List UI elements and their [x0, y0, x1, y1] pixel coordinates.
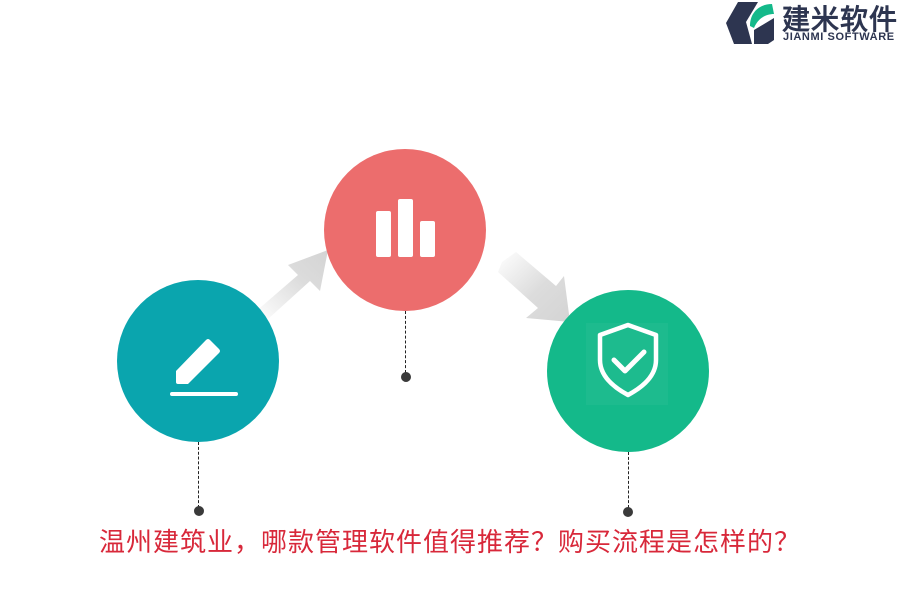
brand-name-en: JIANMI SOFTWARE	[783, 31, 895, 43]
step-edit-circle	[117, 280, 279, 442]
step-analyze-circle	[324, 149, 486, 311]
connector-line-secure	[628, 452, 629, 508]
brand-name-cn: 建米软件	[782, 3, 899, 36]
brand-logo: 建米软件 JIANMI SOFTWARE	[724, 0, 900, 48]
arrow-right-up-icon	[254, 250, 328, 319]
connector-line-analyze	[405, 311, 406, 373]
connector-dot-analyze	[401, 372, 411, 382]
step-secure-circle	[547, 290, 709, 452]
connector-dot-secure	[623, 507, 633, 517]
shield-check-icon	[597, 322, 659, 398]
page-title: 温州建筑业，哪款管理软件值得推荐？购买流程是怎样的？	[98, 528, 801, 558]
pencil-edit-icon	[170, 339, 238, 396]
bar-chart-icon	[376, 199, 435, 257]
connector-line-edit	[198, 442, 199, 508]
connector-dot-edit	[194, 506, 204, 516]
jianmi-logo-icon	[726, 2, 774, 44]
arrow-right-down-icon	[498, 252, 570, 322]
